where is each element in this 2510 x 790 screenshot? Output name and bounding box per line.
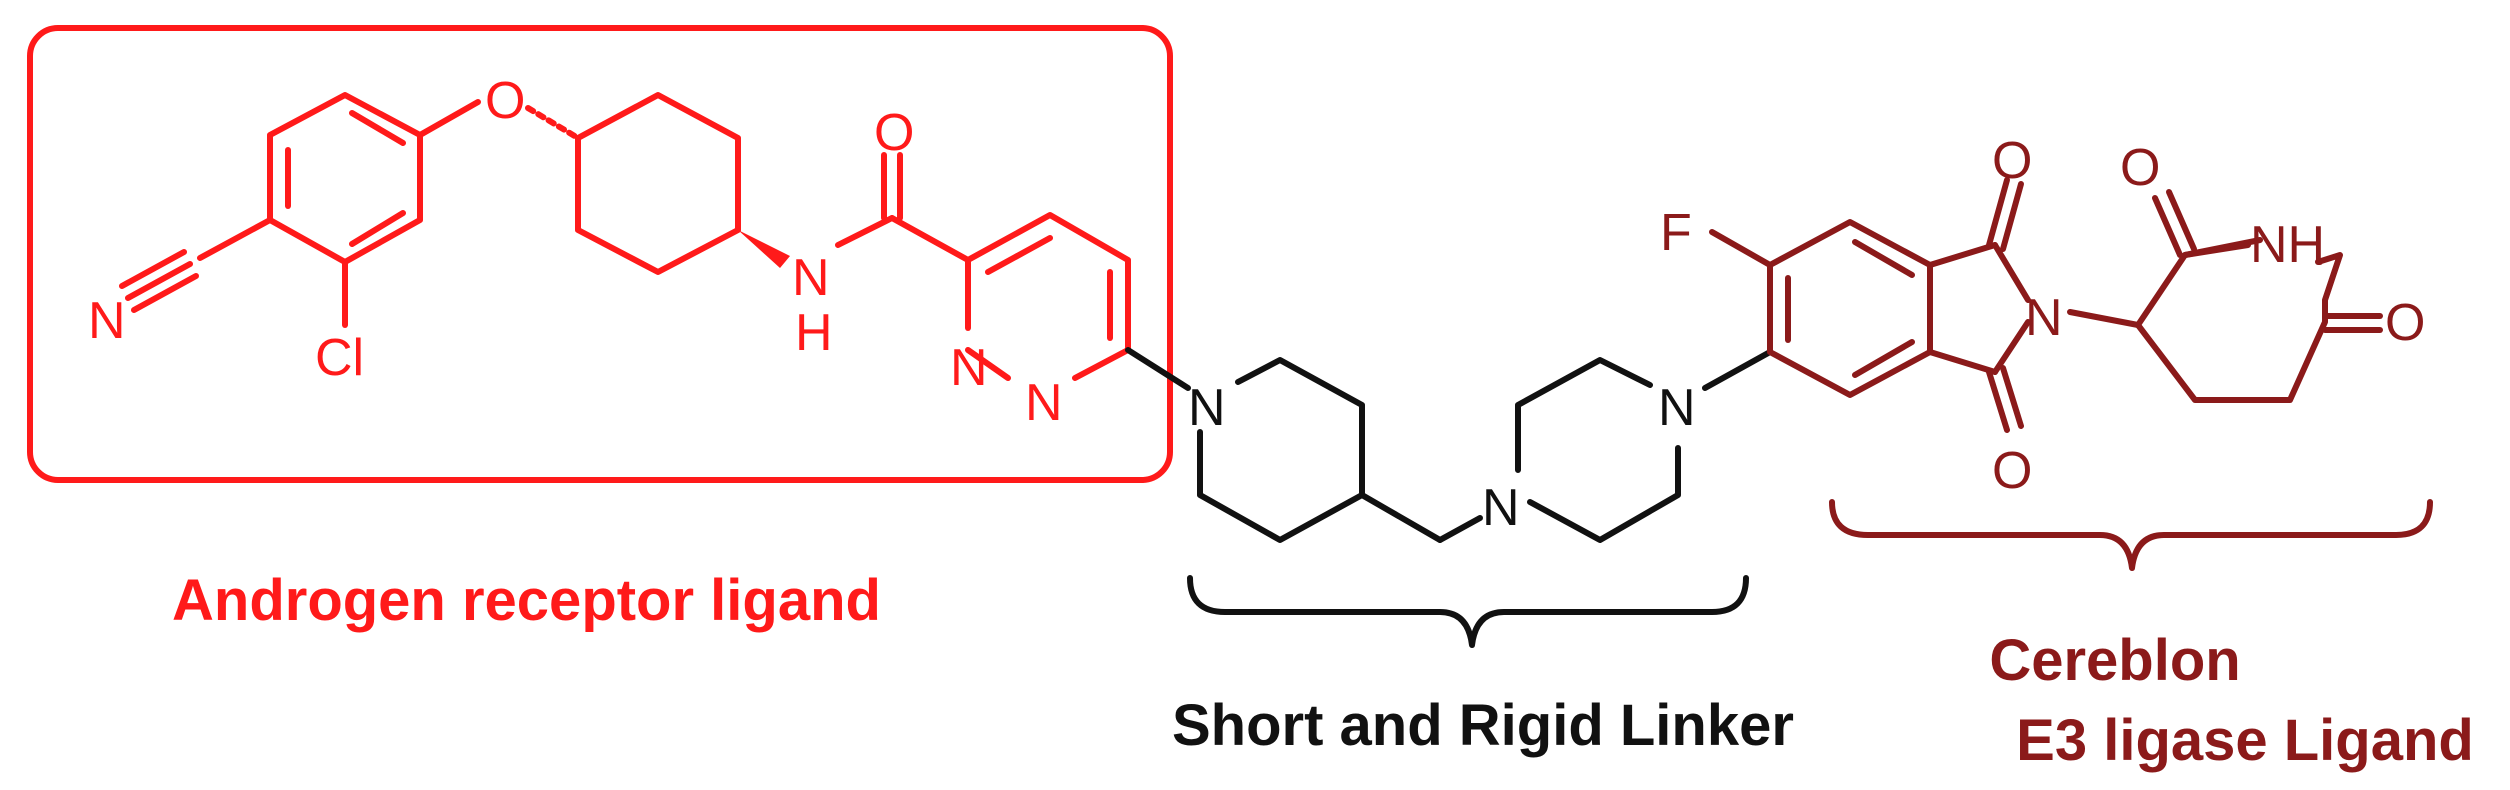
- cereblon-group: [1709, 177, 2433, 571]
- atom-imide-oxygen-bottom: O: [1992, 442, 2032, 500]
- imide-top-bond: [1927, 242, 1998, 268]
- imide-carbonyl-top-2: [2000, 181, 2024, 252]
- piperazine-aryl-bond: [1702, 349, 1773, 391]
- carbonyl-pyridazine-bond: [889, 215, 971, 263]
- phthalimide-benzene: [1767, 219, 1933, 398]
- imide-bottom-n: [1992, 319, 2031, 375]
- atom-chlorine: Cl: [315, 329, 364, 387]
- atom-labels-darkred: F O N O O NH O: [1660, 132, 2425, 500]
- glutarimide-carbonyl-top-1: [2152, 195, 2183, 258]
- imide-bottom-bond: [1927, 349, 1998, 375]
- glutarimide-carbonyl-top-2: [2166, 189, 2197, 252]
- atom-piperazine-n2: N: [1658, 379, 1696, 437]
- atom-pyridazine-n1: N: [950, 339, 988, 397]
- benzene-double-bond-3: [349, 210, 406, 247]
- nitrile-triple-1: [125, 261, 193, 301]
- pyridazine-ring: [965, 212, 1131, 381]
- benzene-ring: [267, 92, 423, 265]
- oxygen-cyclohexyl-hash: [525, 105, 581, 141]
- ar-ligand-group: [27, 25, 1173, 483]
- glutarimide-c-nh: [2182, 242, 2251, 258]
- wedge-bond: [738, 230, 790, 268]
- phthalimide-double-1: [1852, 239, 1915, 278]
- cereblon-caption-line1: Cereblon: [1989, 628, 2240, 693]
- nitrile-triple-3: [131, 273, 199, 313]
- nh-carbonyl-bond: [835, 215, 895, 248]
- methylene-bond-2: [1437, 515, 1483, 543]
- phthalimide-double-2: [1852, 339, 1915, 378]
- nitrile-triple-2: [119, 249, 187, 289]
- linker-caption: Short and Rigid Linker: [1172, 693, 1794, 758]
- piperazine-ring: [1515, 357, 1681, 543]
- atom-piperazine-n1: N: [1482, 479, 1520, 537]
- atom-glutarimide-oxygen-right: O: [2385, 294, 2425, 352]
- ar-ligand-box: [27, 25, 1173, 483]
- benzene-double-bond-2: [349, 110, 406, 146]
- fluoro-bond: [1709, 229, 1773, 268]
- atom-fluorine: F: [1660, 204, 1692, 262]
- atom-piperidine-nitrogen: N: [1188, 379, 1226, 437]
- atom-glutarimide-nh: NH: [2250, 216, 2325, 274]
- linker-bracket: [1187, 575, 1749, 648]
- atom-amide-nitrogen: N: [792, 249, 830, 307]
- pyridazine-piperidine-bond: [1125, 347, 1191, 391]
- cereblon-bracket: [1829, 499, 2433, 571]
- cyclohexane-ring: [575, 92, 741, 275]
- atom-labels-red: O N Cl N H O N N: [88, 72, 1063, 432]
- imide-top-n: [1992, 242, 2031, 303]
- atom-carbonyl-oxygen: O: [874, 104, 914, 162]
- atom-glutarimide-oxygen-top: O: [2120, 139, 2160, 197]
- atom-nitrogen-nitrile: N: [88, 292, 126, 350]
- n-glutarimide-bond: [2067, 309, 2141, 328]
- linker-group: [1125, 347, 1773, 648]
- atom-labels-black: N N N: [1188, 379, 1696, 537]
- imide-carbonyl-top-1: [1986, 177, 2010, 248]
- atom-imide-oxygen-top: O: [1992, 132, 2032, 190]
- pyridazine-double-1: [985, 235, 1053, 275]
- atom-oxygen-ether: O: [485, 72, 525, 130]
- atom-pyridazine-n2: N: [1025, 374, 1063, 432]
- atom-imide-nitrogen: N: [2025, 289, 2063, 347]
- imide-carbonyl-bottom-1: [1986, 369, 2010, 433]
- atom-amide-hydrogen: H: [795, 304, 833, 362]
- nitrile-bond: [197, 217, 273, 261]
- cereblon-caption-line2: E3 ligase Ligand: [2016, 708, 2474, 773]
- imide-carbonyl-bottom-2: [2000, 365, 2024, 429]
- methylene-bond-1: [1359, 492, 1443, 543]
- ar-ligand-caption: Androgen receptor ligand: [172, 568, 881, 633]
- aryl-oxygen-bond: [417, 99, 481, 138]
